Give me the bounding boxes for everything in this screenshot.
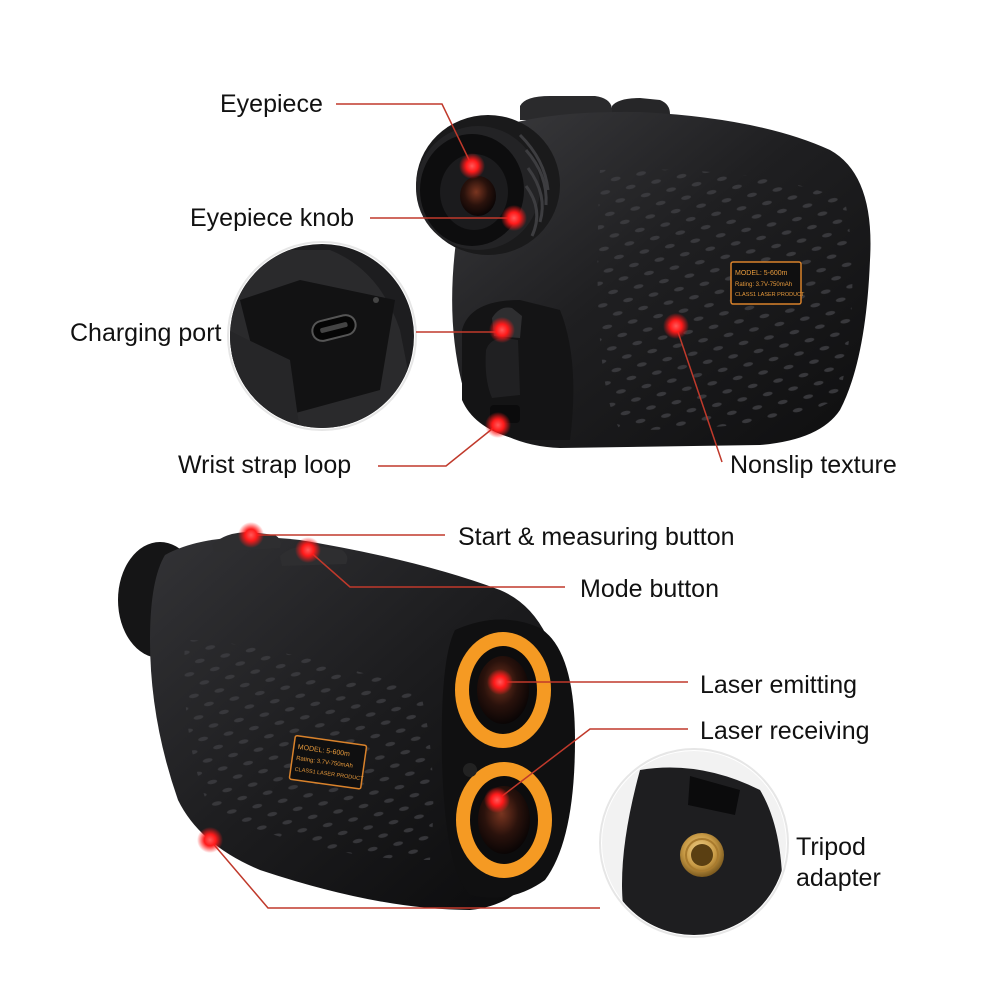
red-dot-marker-icon	[501, 205, 527, 231]
callout-wrist-strap-loop: Wrist strap loop	[178, 451, 352, 479]
leader-wrist-strap	[378, 424, 498, 467]
red-dot-marker-icon	[197, 827, 223, 853]
top-plate-model-text: MODEL: 5-600m	[735, 270, 788, 277]
red-dot-marker-icon	[489, 317, 515, 343]
leader-laser-receiving	[496, 728, 688, 801]
bottom-model-plate: MODEL: 5-600m Rating: 3.7V-750mAh CLASS1…	[288, 734, 368, 790]
red-dot-marker-icon	[487, 669, 513, 695]
leader-mode-button	[307, 549, 565, 588]
callout-eyepiece-knob: Eyepiece knob	[190, 204, 355, 232]
red-dot-marker-icon	[485, 412, 511, 438]
callout-laser-emitting: Laser emitting	[700, 671, 858, 699]
red-dot-marker-icon	[295, 537, 321, 563]
leader-eyepiece	[336, 103, 473, 167]
red-dot-marker-icon	[459, 153, 485, 179]
charging-port-inset	[227, 241, 417, 431]
red-dot-marker-icon	[484, 787, 510, 813]
red-dot-marker-icon	[238, 522, 264, 548]
callout-nonslip-texture: Nonslip texture	[730, 451, 897, 479]
leader-tripod	[209, 839, 600, 909]
callout-mode-button: Mode button	[580, 575, 719, 603]
tripod-adapter-inset	[599, 748, 789, 938]
callout-eyepiece: Eyepiece	[220, 90, 323, 118]
callout-laser-receiving: Laser receiving	[700, 717, 870, 745]
callout-charging-port: Charging port	[70, 319, 222, 347]
top-plate-rating-text: Rating: 3.7V-750mAh	[735, 282, 792, 288]
top-plate-class-text: CLASS1 LASER PRODUCT	[735, 292, 805, 298]
top-rangefinder: MODEL: 5-600m Rating: 3.7V-750mAh CLASS1…	[416, 96, 871, 448]
callout-start-measuring-button: Start & measuring button	[458, 523, 735, 551]
red-dot-marker-icon	[663, 313, 689, 339]
leader-nonslip	[675, 325, 723, 463]
callout-tripod: Tripod	[796, 833, 866, 861]
leader-lines	[209, 103, 723, 909]
bottom-rangefinder: MODEL: 5-600m Rating: 3.7V-750mAh CLASS1…	[118, 532, 575, 910]
callout-adapter: adapter	[796, 864, 881, 892]
marker-dots	[197, 153, 689, 853]
top-model-plate: MODEL: 5-600m Rating: 3.7V-750mAh CLASS1…	[730, 261, 805, 305]
